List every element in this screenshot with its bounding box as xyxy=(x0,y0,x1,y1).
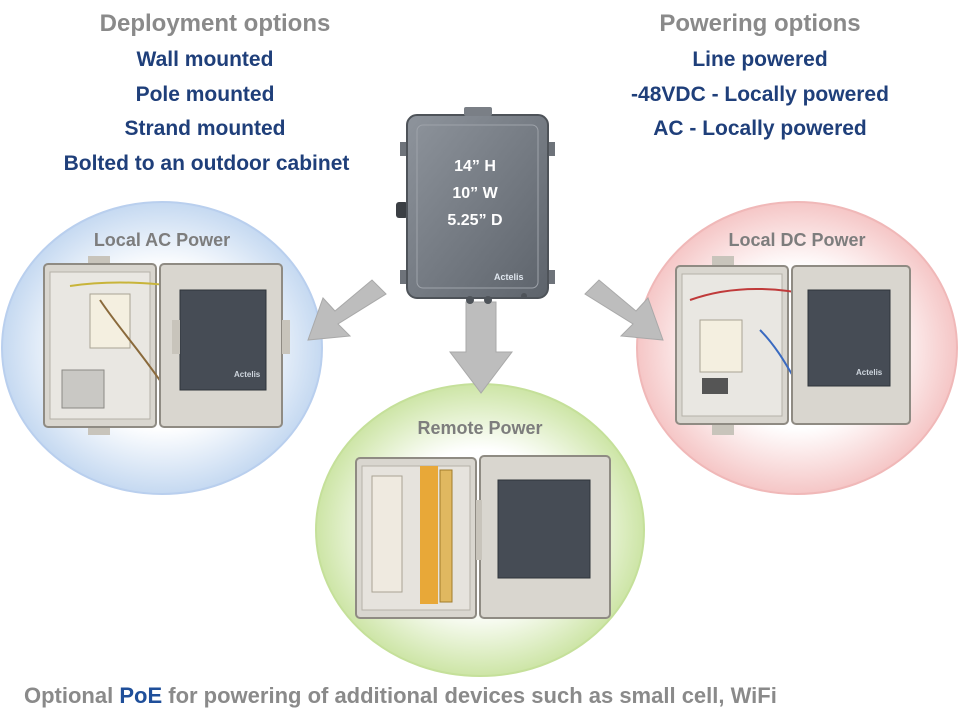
deployment-heading: Deployment options xyxy=(99,10,331,37)
device-width: 10” W xyxy=(452,185,498,202)
powering-option-48vdc: -48VDC - Locally powered xyxy=(631,83,889,106)
footer-poe-highlight: PoE xyxy=(119,683,163,708)
arrow-left xyxy=(307,279,387,341)
footer-prefix: Optional xyxy=(24,683,120,708)
local-dc-power-label: Local DC Power xyxy=(728,230,866,250)
powering-option-line: Line powered xyxy=(692,48,828,71)
deployment-option-cabinet: Bolted to an outdoor cabinet xyxy=(63,152,350,175)
local-ac-power-label: Local AC Power xyxy=(93,230,231,250)
device-height: 14” H xyxy=(454,158,496,175)
footer-note: Optional PoE for powering of additional … xyxy=(24,683,944,709)
device-logo: Actelis xyxy=(494,272,524,282)
ac-enclosure xyxy=(43,256,290,435)
dc-enclosure-logo: Actelis xyxy=(856,368,883,377)
deployment-option-wall: Wall mounted xyxy=(136,48,274,71)
ac-enclosure-logo: Actelis xyxy=(234,370,261,379)
device-enclosure xyxy=(396,107,555,304)
deployment-option-pole: Pole mounted xyxy=(135,83,275,106)
device-depth: 5.25” D xyxy=(447,212,503,229)
dc-enclosure xyxy=(675,256,911,435)
footer-suffix: for powering of additional devices such … xyxy=(162,683,777,708)
remote-power-label: Remote Power xyxy=(417,418,543,438)
powering-heading: Powering options xyxy=(659,10,861,37)
deployment-option-strand: Strand mounted xyxy=(124,117,286,140)
arrow-right xyxy=(584,279,664,341)
arrow-down xyxy=(448,301,514,394)
powering-option-ac: AC - Locally powered xyxy=(653,117,867,140)
remote-enclosure xyxy=(355,455,611,619)
